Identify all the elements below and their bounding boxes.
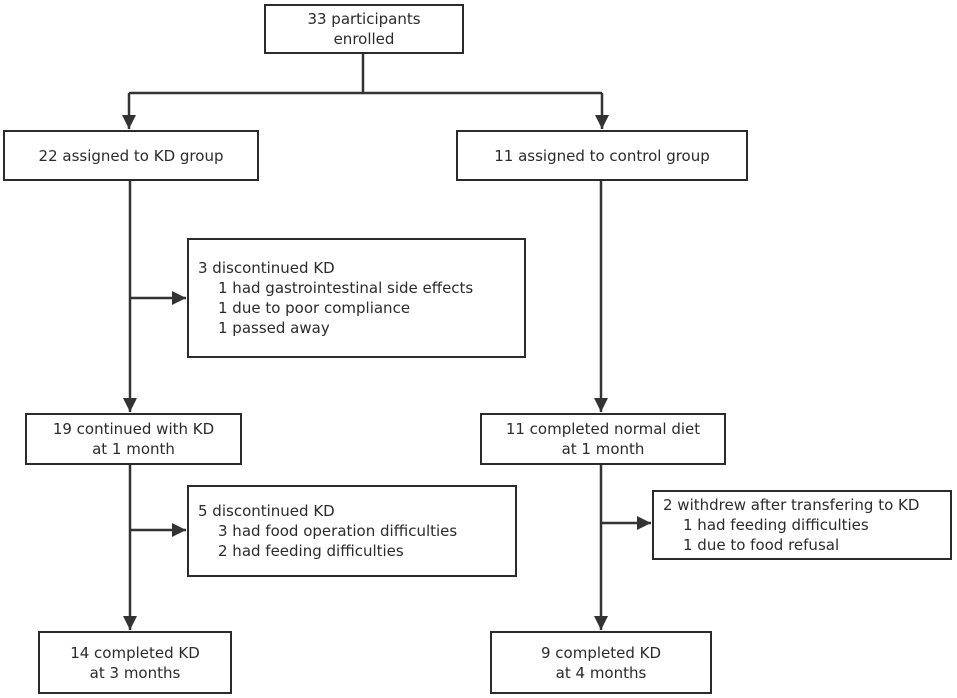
exclusion-box-1: 3 discontinued KD 1 had gastrointestinal… bbox=[187, 238, 526, 358]
connector-enrolled-split bbox=[129, 54, 602, 95]
exclusion-3-item: 1 due to food refusal bbox=[683, 536, 840, 554]
control-group-box: 11 assigned to control group bbox=[456, 130, 748, 181]
kd-1month-line-2: at 1 month bbox=[92, 440, 175, 458]
control-1month-box: 11 completed normal diet at 1 month bbox=[480, 413, 726, 465]
kd-1month-line-1: 19 continued with KD bbox=[52, 420, 215, 438]
control-1month-line-1: 11 completed normal diet bbox=[505, 420, 701, 438]
control-1month-line-2: at 1 month bbox=[561, 440, 645, 458]
enrolled-line-1: 33 participants bbox=[307, 10, 421, 28]
exclusion-2-head: 5 discontinued KD bbox=[198, 502, 335, 520]
kd-group-box: 22 assigned to KD group bbox=[3, 130, 259, 181]
control-4months-box: 9 completed KD at 4 months bbox=[490, 631, 712, 694]
enrolled-line-2: enrolled bbox=[333, 30, 395, 48]
exclusion-1-item: 1 passed away bbox=[218, 319, 330, 337]
exclusion-1-head: 3 discontinued KD bbox=[198, 259, 335, 277]
exclusion-box-3: 2 withdrew after transfering to KD 1 had… bbox=[652, 490, 952, 560]
enrolled-box: 33 participants enrolled bbox=[264, 4, 464, 54]
kd-3months-line-1: 14 completed KD bbox=[70, 643, 200, 662]
exclusion-3-head: 2 withdrew after transfering to KD bbox=[663, 496, 920, 514]
exclusion-1-item: 1 had gastrointestinal side effects bbox=[218, 279, 474, 297]
kd-group-label: 22 assigned to KD group bbox=[38, 146, 224, 165]
control-group-label: 11 assigned to control group bbox=[494, 146, 710, 165]
control-4months-line-2: at 4 months bbox=[555, 663, 647, 682]
exclusion-2-item: 3 had food operation difficulties bbox=[218, 522, 458, 540]
exclusion-box-2: 5 discontinued KD 3 had food operation d… bbox=[187, 485, 517, 577]
exclusion-3-item: 1 had feeding difficulties bbox=[683, 516, 869, 534]
kd-3months-box: 14 completed KD at 3 months bbox=[38, 631, 232, 694]
kd-1month-box: 19 continued with KD at 1 month bbox=[25, 413, 242, 465]
kd-3months-line-2: at 3 months bbox=[89, 663, 181, 682]
exclusion-2-item: 2 had feeding difficulties bbox=[218, 542, 404, 560]
control-4months-line-1: 9 completed KD bbox=[540, 643, 662, 662]
exclusion-1-item: 1 due to poor compliance bbox=[218, 299, 411, 317]
